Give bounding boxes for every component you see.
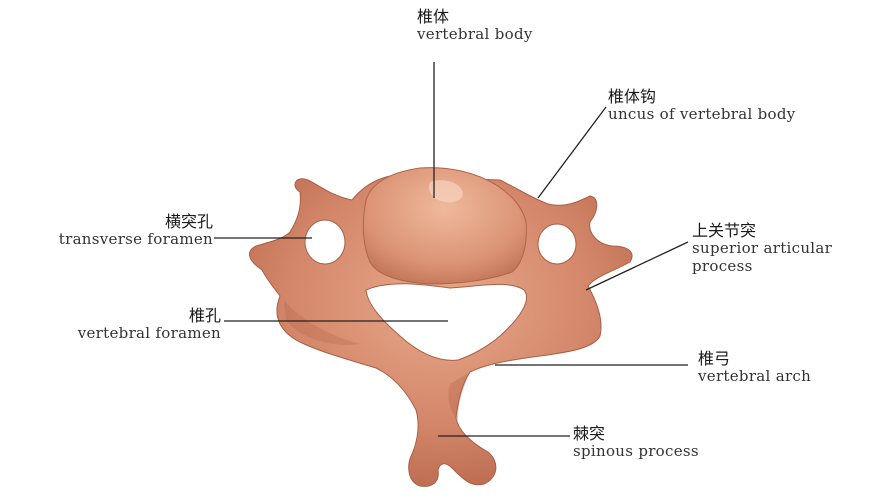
leader-line-uncus — [538, 107, 606, 198]
label-spinous-process: 棘突 spinous process — [573, 425, 699, 461]
label-spinous-process-en: spinous process — [573, 443, 699, 460]
label-transverse-foramen-zh: 横突孔 — [59, 213, 213, 231]
transverse-foramen-right-hole — [538, 224, 576, 264]
label-transverse-foramen-en: transverse foramen — [59, 231, 213, 248]
label-spinous-process-zh: 棘突 — [573, 425, 699, 443]
label-superior-articular-en-2: process — [692, 258, 832, 275]
label-transverse-foramen: 横突孔 transverse foramen — [59, 213, 213, 249]
label-superior-articular-en-1: superior articular — [692, 240, 832, 257]
label-superior-articular-zh: 上关节突 — [692, 222, 832, 240]
label-vertebral-foramen-zh: 椎孔 — [78, 307, 221, 325]
label-vertebral-arch: 椎弓 vertebral arch — [698, 350, 811, 386]
label-vertebral-foramen: 椎孔 vertebral foramen — [78, 307, 221, 343]
label-vertebral-arch-zh: 椎弓 — [698, 350, 811, 368]
label-vertebral-body-en: vertebral body — [417, 26, 533, 43]
label-vertebral-body: 椎体 vertebral body — [417, 8, 533, 44]
label-vertebral-foramen-en: vertebral foramen — [78, 325, 221, 342]
label-vertebral-arch-en: vertebral arch — [698, 368, 811, 385]
label-vertebral-body-zh: 椎体 — [417, 8, 533, 26]
label-uncus-zh: 椎体钩 — [608, 88, 796, 106]
label-uncus: 椎体钩 uncus of vertebral body — [608, 88, 796, 124]
label-superior-articular: 上关节突 superior articular process — [692, 222, 832, 275]
label-uncus-en: uncus of vertebral body — [608, 106, 796, 123]
transverse-foramen-left-hole — [305, 220, 345, 264]
